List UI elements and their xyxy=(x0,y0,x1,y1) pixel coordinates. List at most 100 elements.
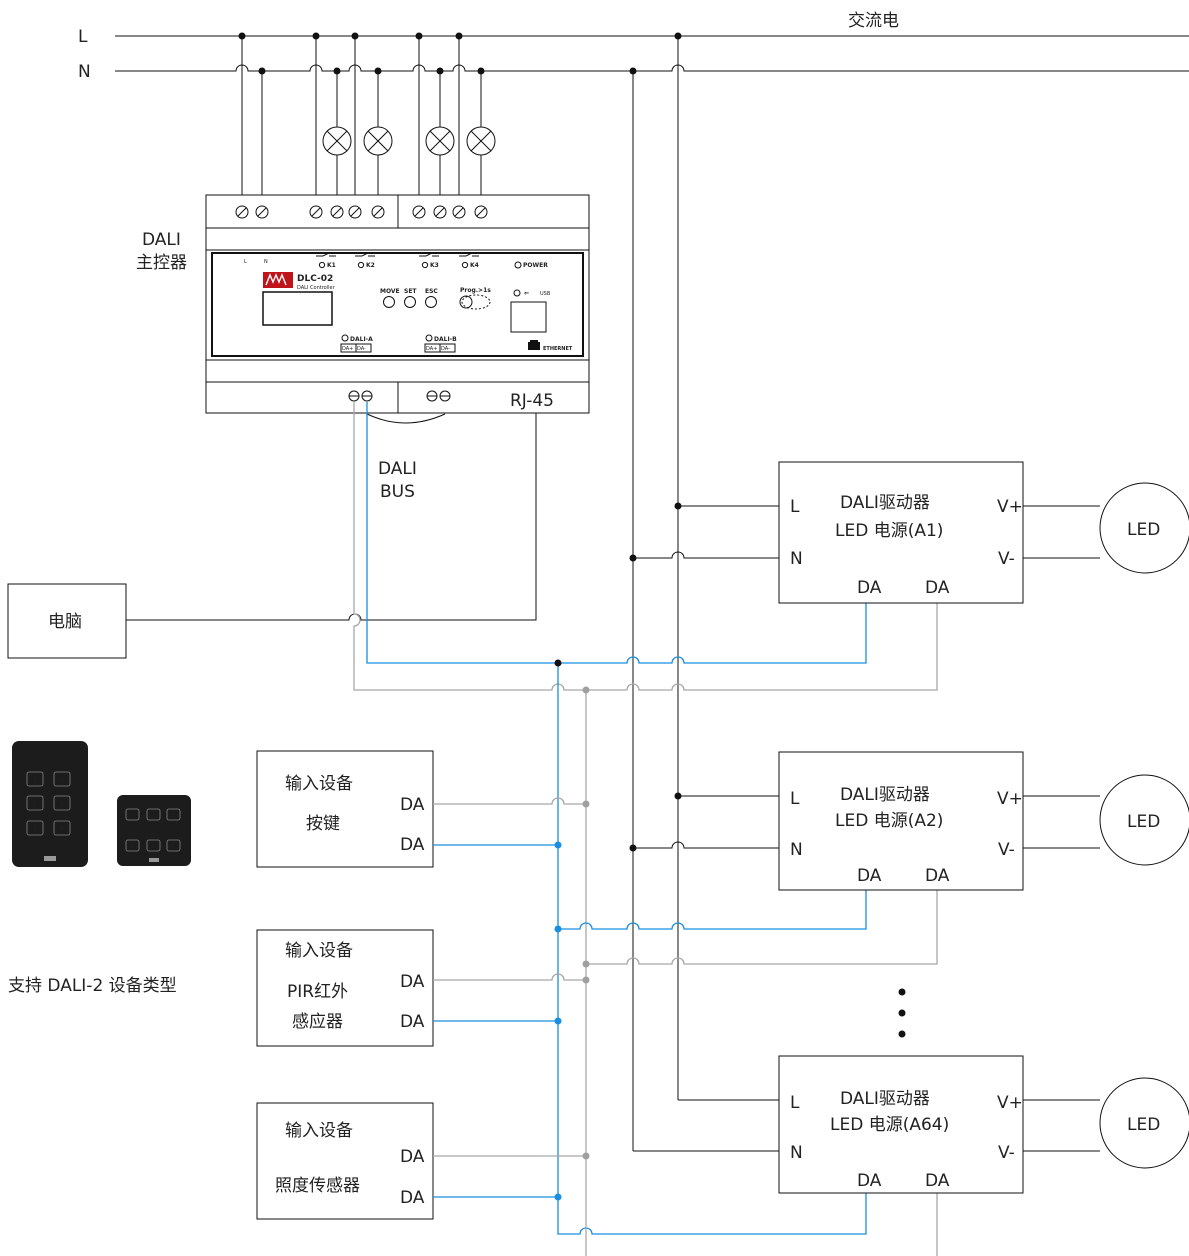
esc-label: ESC xyxy=(425,288,438,295)
terminal-l-label: L xyxy=(244,259,247,265)
svg-text:DA: DA xyxy=(925,1171,950,1191)
input-device-pir: 输入设备 PIR红外 感应器 DA DA xyxy=(256,929,590,1047)
neutral-line xyxy=(115,64,1189,72)
dali-a-minus: DA- xyxy=(357,346,366,352)
power-label: POWER xyxy=(523,262,548,269)
svg-text:5: 5 xyxy=(151,844,154,850)
dali-controller: L N K1 K2 K3 K4 POWER DLC- xyxy=(205,194,590,424)
relay-k2: K2 xyxy=(355,252,375,269)
svg-text:N: N xyxy=(790,840,803,860)
svg-text:4: 4 xyxy=(60,777,64,784)
svg-text:LED 电源(A1): LED 电源(A1) xyxy=(835,521,943,541)
svg-text:V+: V+ xyxy=(997,1093,1023,1113)
svg-text:K1: K1 xyxy=(327,262,336,269)
junction xyxy=(629,554,637,562)
lcd-display xyxy=(262,291,333,326)
svg-text:DA: DA xyxy=(925,578,950,598)
svg-text:DA: DA xyxy=(857,1171,882,1191)
bus-wire-blue xyxy=(366,402,867,664)
svg-text:DA: DA xyxy=(925,866,950,886)
set-button[interactable] xyxy=(404,296,416,308)
svg-text:LED 电源(A2): LED 电源(A2) xyxy=(835,811,943,831)
controller-feed-wires xyxy=(241,36,482,205)
power-led xyxy=(514,261,522,269)
svg-text:DA: DA xyxy=(857,578,882,598)
svg-text:N: N xyxy=(790,1143,803,1163)
lamp-icon xyxy=(322,126,352,156)
prog-label: Prog.>1s xyxy=(460,287,491,294)
svg-text:5: 5 xyxy=(60,801,64,808)
ethernet-label: ETHERNET xyxy=(543,346,573,352)
dali-a-plus: DA+ xyxy=(342,346,353,352)
bus-wire-gray-a2 xyxy=(586,890,938,965)
dali-a-led xyxy=(341,334,349,342)
dali-b-led xyxy=(425,334,433,342)
esc-button[interactable] xyxy=(425,296,437,308)
bus-junction xyxy=(582,686,590,694)
svg-text:输入设备: 输入设备 xyxy=(285,774,353,794)
driver-a2-neutral xyxy=(633,841,779,849)
dali-b-label: DALI-B xyxy=(434,336,457,343)
bus-label-2: BUS xyxy=(380,482,415,502)
ethernet-icon xyxy=(528,340,540,350)
svg-text:N: N xyxy=(790,549,803,569)
svg-text:L: L xyxy=(790,497,800,517)
svg-text:V-: V- xyxy=(998,1143,1015,1163)
more-drivers-ellipsis xyxy=(898,988,906,1038)
bus-link xyxy=(366,413,446,424)
svg-text:输入设备: 输入设备 xyxy=(285,941,353,961)
svg-text:K3: K3 xyxy=(430,262,439,269)
svg-text:LED: LED xyxy=(1127,520,1160,540)
prog-indicator xyxy=(461,294,491,310)
relay-k1: K1 xyxy=(316,252,336,269)
bottom-terminals xyxy=(348,390,451,402)
controller-title-2: 主控器 xyxy=(136,253,187,273)
svg-text:K4: K4 xyxy=(470,262,479,269)
svg-text:3: 3 xyxy=(171,813,174,819)
svg-text:DALI驱动器: DALI驱动器 xyxy=(840,1089,930,1109)
controller-title-1: DALI xyxy=(142,230,181,250)
lamp-icon xyxy=(363,126,393,156)
lamp-icon xyxy=(466,126,496,156)
svg-text:按键: 按键 xyxy=(306,814,340,834)
ac-label: 交流电 xyxy=(848,11,899,31)
svg-text:DA: DA xyxy=(400,795,425,815)
support-note: 支持 DALI-2 设备类型 xyxy=(8,976,177,996)
svg-text:DA: DA xyxy=(400,1012,425,1032)
bus-junction xyxy=(554,925,562,933)
svg-text:LED: LED xyxy=(1127,1115,1160,1135)
svg-text:DA: DA xyxy=(857,866,882,886)
lamp-icon xyxy=(425,126,455,156)
svg-text:感应器: 感应器 xyxy=(292,1012,343,1032)
rj45-cable xyxy=(126,413,537,621)
junction xyxy=(674,502,682,510)
move-button[interactable] xyxy=(383,296,395,308)
ethernet-port[interactable] xyxy=(510,301,547,333)
svg-text:4: 4 xyxy=(130,844,133,850)
led-a1: LED xyxy=(1099,482,1189,574)
bus-wire-blue-a2 xyxy=(558,890,867,930)
svg-text:6: 6 xyxy=(60,826,64,833)
relay-k4: K4 xyxy=(459,252,479,269)
model-sub-label: DALI Controller xyxy=(297,285,336,291)
svg-text:LED 电源(A64): LED 电源(A64) xyxy=(830,1115,949,1135)
svg-text:2: 2 xyxy=(151,813,154,819)
move-label: MOVE xyxy=(380,288,400,295)
svg-text:3: 3 xyxy=(33,826,37,833)
set-label: SET xyxy=(404,288,417,295)
input-device-light-sensor: 输入设备 照度传感器 DA DA xyxy=(256,1102,590,1220)
bus-junction xyxy=(582,960,590,968)
svg-text:6: 6 xyxy=(171,844,174,850)
bus-wire-gray xyxy=(353,402,938,691)
computer-label: 电脑 xyxy=(48,612,82,632)
rj45-label: RJ-45 xyxy=(510,391,554,411)
svg-text:V+: V+ xyxy=(997,497,1023,517)
led-a2: LED xyxy=(1099,774,1189,866)
live-label: L xyxy=(78,27,88,47)
neutral-label: N xyxy=(78,62,91,82)
svg-text:DA: DA xyxy=(400,835,425,855)
svg-text:输入设备: 输入设备 xyxy=(285,1121,353,1141)
